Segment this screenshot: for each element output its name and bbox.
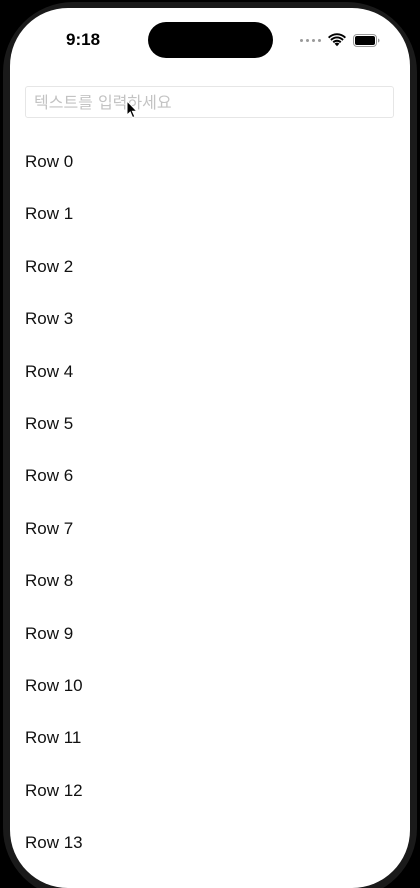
status-icons — [300, 33, 380, 47]
list-item[interactable]: Row 10 — [25, 675, 83, 695]
battery-icon — [353, 33, 380, 47]
cellular-signal-icon — [300, 38, 321, 42]
list-item[interactable]: Row 14 — [10, 869, 410, 888]
list-item[interactable]: Row 2 — [25, 256, 74, 276]
list-item[interactable]: Row 11 — [25, 728, 82, 748]
list-item[interactable]: Row 0 — [25, 152, 74, 171]
row-list: Row 0 Row 1 Row 2 Row 3 Row 4 Row 5 Row … — [10, 136, 410, 888]
search-input[interactable] — [26, 87, 393, 117]
list-item[interactable]: Row 13 — [25, 833, 83, 853]
list-item[interactable]: Row 3 — [25, 309, 74, 329]
list-item[interactable]: Row 4 — [25, 361, 74, 381]
phone-screen: 9:18 — [10, 8, 410, 888]
list-item[interactable]: Row 1 — [25, 204, 74, 224]
list-item[interactable]: Row 6 — [25, 466, 74, 486]
status-bar: 9:18 — [10, 8, 410, 68]
list-item[interactable]: Row 12 — [25, 780, 83, 800]
list-item[interactable]: Row 7 — [25, 518, 74, 538]
dynamic-island — [148, 22, 273, 58]
status-time: 9:18 — [66, 30, 101, 49]
list-item[interactable]: Row 9 — [25, 623, 74, 643]
list-item[interactable]: Row 8 — [25, 571, 74, 591]
wifi-icon — [328, 33, 346, 47]
search-field[interactable] — [25, 86, 394, 118]
mouse-pointer-icon — [126, 100, 138, 119]
list-item[interactable]: Row 5 — [25, 413, 74, 433]
